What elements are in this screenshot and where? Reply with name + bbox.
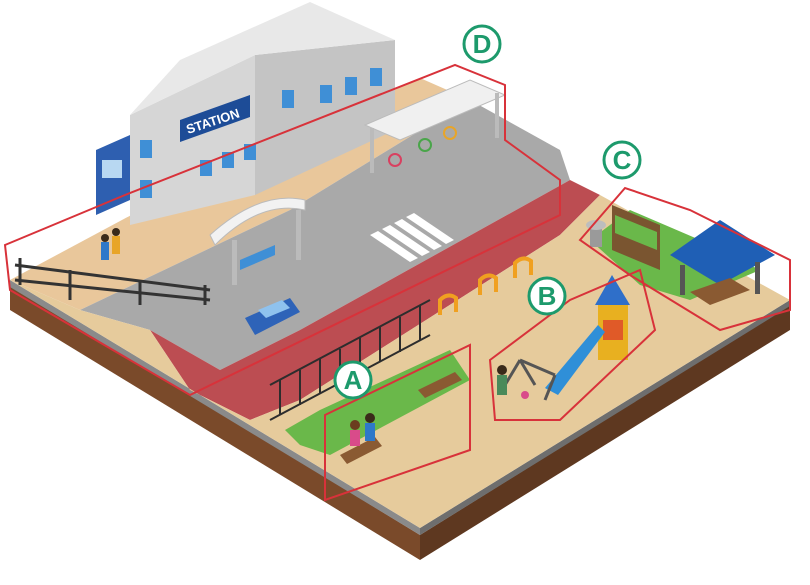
zone-badge-c-label: C <box>613 145 632 175</box>
soil-right-face <box>420 305 790 560</box>
plaza-fence <box>14 258 211 305</box>
zone-badge-d-label: D <box>473 29 492 59</box>
flower-shelf <box>612 205 660 270</box>
bench <box>340 437 382 464</box>
zone-badge-b: B <box>527 276 567 316</box>
picnic-table <box>690 278 750 305</box>
soil-left-face <box>10 285 420 560</box>
zone-badge-d: D <box>462 24 502 64</box>
bollards <box>438 256 533 315</box>
zone-badge-a-label: A <box>344 365 363 395</box>
grey-curb-left <box>10 280 420 535</box>
zone-badge-c-circle <box>602 140 642 180</box>
zone-badge-c: C <box>602 140 642 180</box>
playground <box>497 275 630 401</box>
grass-area-a <box>285 350 470 455</box>
swing-set <box>503 358 557 401</box>
zone-badge-b-label: B <box>538 281 557 311</box>
building-roof <box>130 2 395 115</box>
zone-d-outline <box>3 63 561 397</box>
zone-c-outline <box>578 186 791 332</box>
gazebo <box>670 220 775 305</box>
zone-badge-b-circle <box>527 276 567 316</box>
zone-badge-d-circle <box>462 24 502 64</box>
bench <box>418 372 462 398</box>
bicycle <box>443 126 457 140</box>
pedestrians <box>101 228 120 260</box>
zone-outlines <box>3 63 791 502</box>
car <box>245 298 300 335</box>
slide <box>545 325 605 395</box>
ground-base <box>10 280 790 560</box>
train <box>96 135 130 215</box>
zone-a-outline <box>324 343 471 502</box>
zone-b-outline <box>488 268 657 421</box>
people-on-bench <box>350 413 375 446</box>
grey-curb-right <box>420 300 790 535</box>
iron-fence <box>269 299 431 421</box>
station-building: STATION <box>130 2 395 225</box>
building-side <box>255 40 395 195</box>
station-sign-bg <box>180 95 250 142</box>
building-windows <box>140 68 382 198</box>
building-front <box>130 55 255 225</box>
sand-park <box>10 195 790 528</box>
play-tower-roof <box>595 275 630 305</box>
bicycle <box>388 153 402 167</box>
bus-bench <box>240 245 275 270</box>
park-benches <box>340 372 462 464</box>
zone-badge-a-circle <box>333 360 373 400</box>
bicycle <box>418 138 432 152</box>
zone-badge-a: A <box>333 360 373 400</box>
road <box>80 100 570 370</box>
bus-shelter <box>209 197 306 285</box>
crosswalk <box>370 213 454 262</box>
gazebo-roof <box>670 220 775 285</box>
